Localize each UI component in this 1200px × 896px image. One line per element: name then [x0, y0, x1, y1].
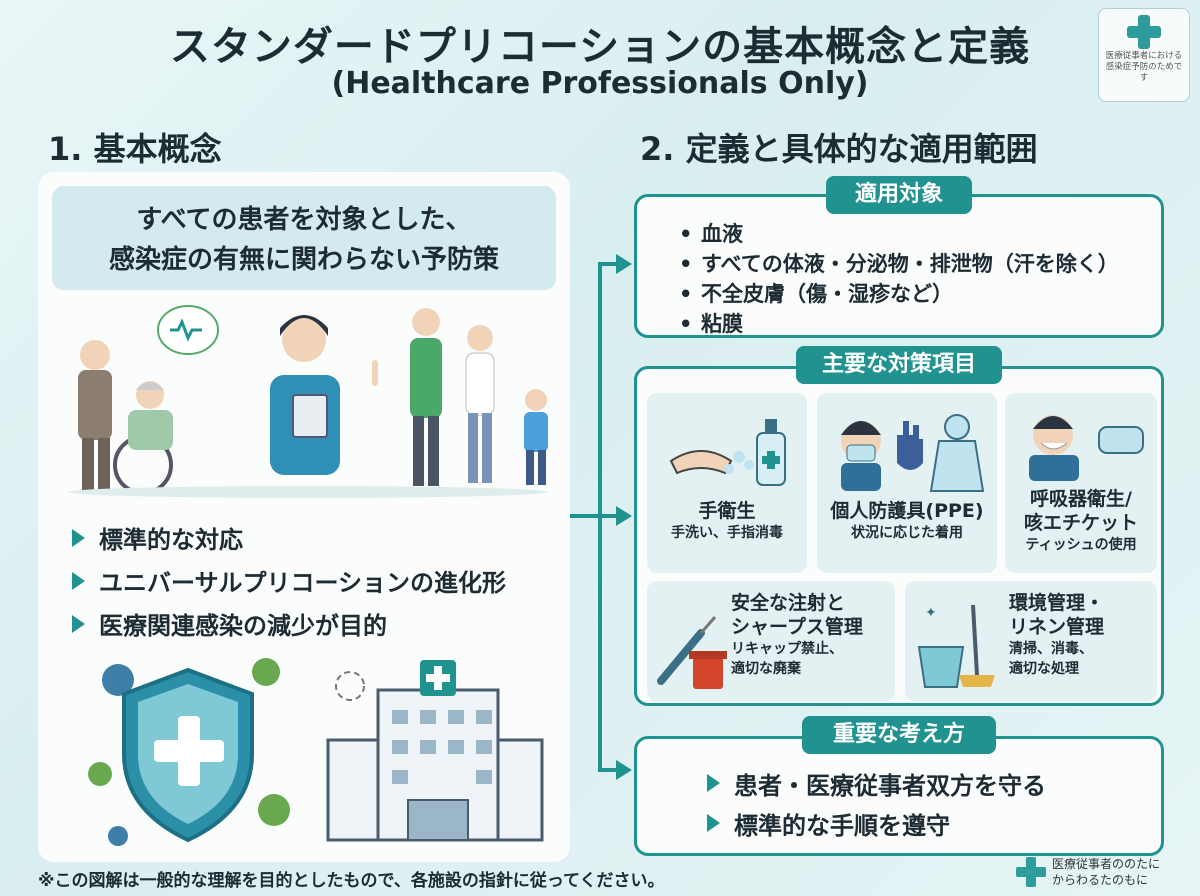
arrow-right-icon — [616, 506, 632, 526]
section-heading-definition: 2. 定義と具体的な適用範囲 — [640, 130, 1038, 168]
syringe-icon — [657, 616, 727, 689]
tile-subtitle-line2: 適切な処理 — [1009, 661, 1079, 677]
corner-badge: 医療従事者における感染症予防のためです — [1098, 8, 1190, 102]
targets-box: 血液 すべての体液・分泌物・排泄物（汗を除く） 不全皮膚（傷・湿疹など） 粘膜 — [634, 194, 1164, 339]
point-item: 医療関連感染の減少が目的 — [72, 602, 506, 645]
point-label: 標準的な対応 — [99, 526, 243, 554]
key-points-list: 標準的な対応 ユニバーサルプリコーションの進化形 医療関連感染の減少が目的 — [72, 516, 506, 645]
section-heading-basic: 1. 基本概念 — [48, 130, 222, 168]
point-label: 医療関連感染の減少が目的 — [99, 612, 387, 640]
point-item: ユニバーサルプリコーションの進化形 — [72, 559, 506, 602]
footer-logo-text-1: 医療従事者ののたに — [1051, 857, 1160, 871]
key-idea-item: 患者・医療従事者双方を守る — [707, 763, 1046, 803]
key-ideas-box: 患者・医療従事者双方を守る 標準的な手順を遵守 — [634, 736, 1164, 856]
measures-box: 手衛生 手洗い、手指消毒 個人防護具(PPE) 状況に応じた着用 呼吸器衛生/ … — [634, 366, 1164, 706]
play-arrow-icon — [72, 571, 85, 590]
tile-title: 環境管理・ — [1009, 592, 1105, 614]
tile-title-line2: シャープス管理 — [731, 616, 863, 638]
footnote: ※この図解は一般的な理解を目的としたもので、各施設の指針に従ってください。 — [38, 871, 665, 891]
target-item: 血液 — [679, 219, 1119, 249]
play-arrow-icon — [72, 614, 85, 633]
footer-logo: 医療従事者ののたに からわるたのもに — [1015, 856, 1160, 888]
key-ideas-label: 重要な考え方 — [802, 716, 996, 754]
connector-main — [570, 514, 602, 518]
lead-line-1: すべての患者を対象とした、 — [136, 205, 472, 235]
point-label: ユニバーサルプリコーションの進化形 — [99, 569, 507, 597]
connector-mid — [598, 514, 618, 518]
lead-statement: すべての患者を対象とした、 感染症の有無に関わらない予防策 — [52, 186, 556, 290]
connector-bottom — [598, 768, 618, 772]
key-ideas-list: 患者・医療従事者双方を守る 標準的な手順を遵守 — [707, 763, 1046, 843]
tile-title: 手衛生 — [698, 500, 756, 522]
targets-list: 血液 すべての体液・分泌物・排泄物（汗を除く） 不全皮膚（傷・湿疹など） 粘膜 — [679, 219, 1119, 339]
tile-environment: ✦ 環境管理・ リネン管理 清掃、消毒、 適切な処理 — [905, 581, 1157, 701]
lead-line-2: 感染症の有無に関わらない予防策 — [108, 245, 499, 275]
cleaning-bucket-icon: ✦ — [917, 604, 995, 688]
targets-label: 適用対象 — [826, 176, 972, 214]
svg-text:✦: ✦ — [925, 605, 937, 621]
target-item: 粘膜 — [679, 309, 1119, 339]
tile-ppe: 個人防護具(PPE) 状況に応じた着用 — [817, 393, 997, 573]
basic-concept-panel: すべての患者を対象とした、 感染症の有無に関わらない予防策 — [38, 172, 570, 862]
tile-hand-hygiene: 手衛生 手洗い、手指消毒 — [647, 393, 807, 573]
tile-sharps: 安全な注射と シャープス管理 リキャップ禁止、 適切な廃棄 — [647, 581, 895, 701]
play-arrow-icon — [72, 528, 85, 547]
point-item: 標準的な対応 — [72, 516, 506, 559]
tile-subtitle: 手洗い、手指消毒 — [671, 525, 783, 541]
measures-label: 主要な対策項目 — [796, 346, 1002, 384]
hand-wash-icon — [669, 419, 786, 486]
tile-title: 安全な注射と — [731, 592, 846, 614]
tile-subtitle: 状況に応じた着用 — [851, 525, 963, 541]
tile-title: 呼吸器衛生/ — [1030, 488, 1132, 510]
play-arrow-icon — [707, 814, 720, 832]
tile-title-line2: 咳エチケット — [1023, 512, 1138, 534]
key-idea-label: 標準的な手順を遵守 — [734, 811, 950, 840]
play-arrow-icon — [707, 774, 720, 792]
tile-subtitle-line2: 適切な廃棄 — [731, 661, 801, 677]
tile-subtitle: リキャップ禁止、 — [731, 641, 843, 657]
page-title: スタンダードプリコーションの基本概念と定義 — [169, 24, 1031, 70]
tile-title-line2: リネン管理 — [1009, 616, 1105, 638]
key-idea-label: 患者・医療従事者双方を守る — [734, 771, 1046, 800]
ppe-icon — [841, 414, 985, 492]
badge-text: 医療従事者における感染症予防のためです — [1105, 51, 1183, 83]
target-item: 不全皮膚（傷・湿疹など） — [679, 279, 1119, 309]
footer-logo-text-2: からわるたのもに — [1051, 873, 1148, 887]
arrow-right-icon — [616, 760, 632, 780]
medical-cross-icon — [1015, 857, 1046, 887]
tile-subtitle: ティッシュの使用 — [1025, 537, 1137, 553]
connector-top — [598, 262, 618, 266]
page-subtitle: (Healthcare Professionals Only) — [331, 66, 869, 101]
tile-title: 個人防護具(PPE) — [830, 500, 984, 522]
tile-respiratory: 呼吸器衛生/ 咳エチケット ティッシュの使用 — [1005, 393, 1157, 573]
key-idea-item: 標準的な手順を遵守 — [707, 803, 1046, 843]
target-item: すべての体液・分泌物・排泄物（汗を除く） — [679, 249, 1119, 279]
tile-subtitle: 清掃、消毒、 — [1009, 641, 1093, 657]
people-illustration — [68, 305, 548, 498]
medical-cross-icon — [1127, 15, 1161, 49]
arrow-right-icon — [616, 254, 632, 274]
cough-mask-icon — [1029, 415, 1144, 481]
shield-hospital-illustration — [88, 658, 544, 846]
